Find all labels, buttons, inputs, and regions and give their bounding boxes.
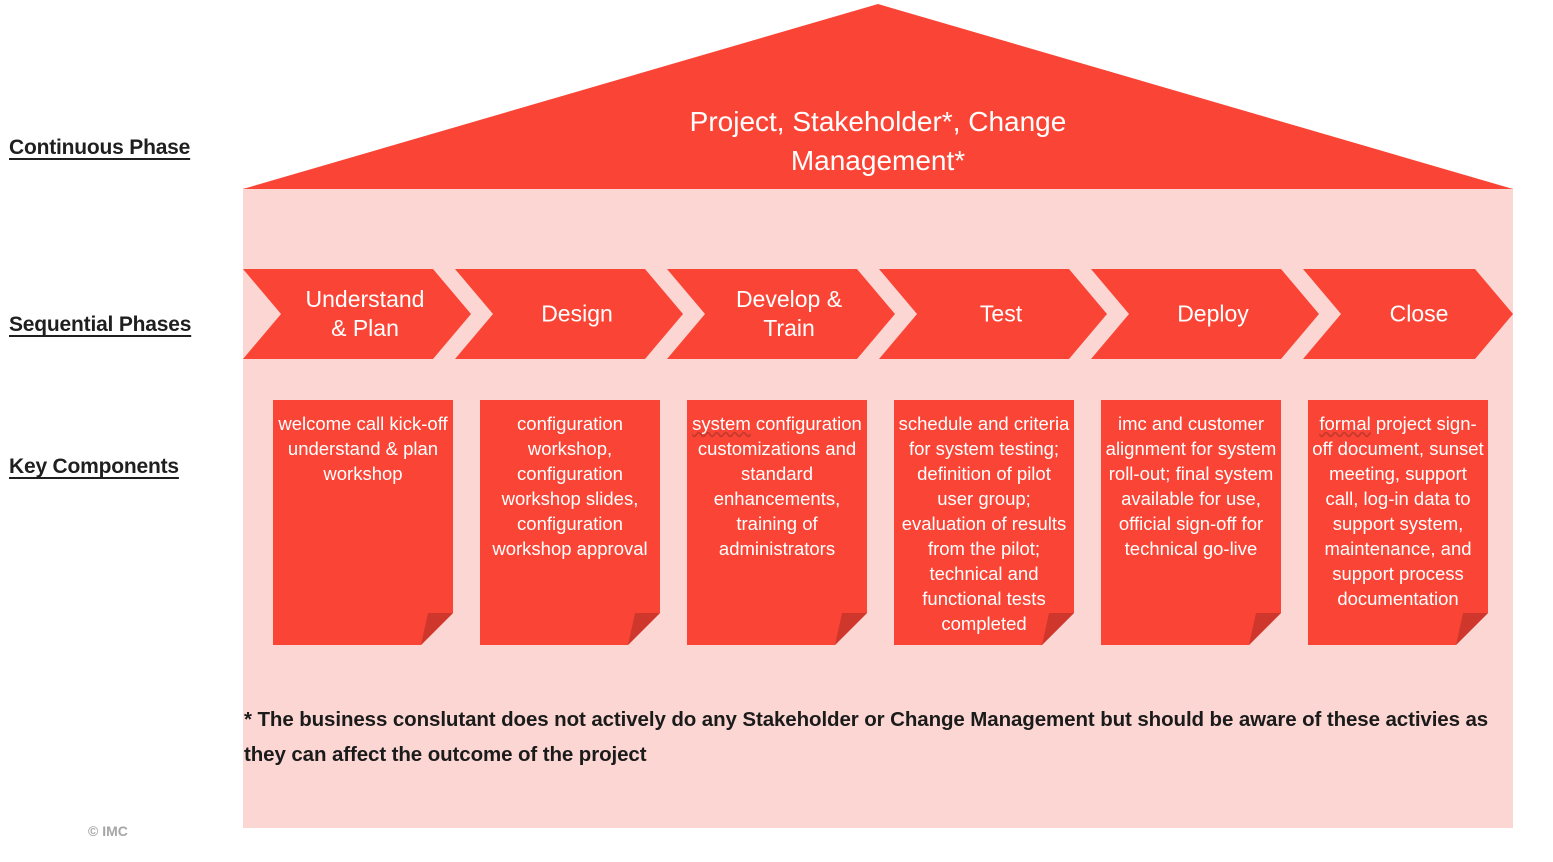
note-card-shape: [1308, 400, 1488, 645]
roof-triangle-shape: [243, 4, 1513, 189]
key-component-card-close[interactable]: formal project sign-off document, sunset…: [1308, 400, 1488, 645]
chevron-shape-4: [879, 269, 1107, 359]
row-label-key-components: Key Components: [9, 455, 179, 478]
key-component-card-understand-plan[interactable]: welcome call kick-off understand & plan …: [273, 400, 453, 645]
roof-triangle: Project, Stakeholder*, Change Management…: [243, 4, 1513, 189]
chevron-shape-2: [455, 269, 683, 359]
note-card-shape: [894, 400, 1074, 645]
row-label-sequential-phases: Sequential Phases: [9, 313, 192, 336]
key-component-card-develop-train[interactable]: system configuration customizations and …: [687, 400, 867, 645]
chevron-shape-1: [243, 269, 471, 359]
note-card-shape: [273, 400, 453, 645]
row-label-continuous-phase: Continuous Phase: [9, 136, 191, 159]
key-component-card-test[interactable]: schedule and criteria for system testing…: [894, 400, 1074, 645]
chevron-shape-6: [1303, 269, 1513, 359]
chevron-shapes: [243, 269, 1513, 359]
chevron-shape-5: [1091, 269, 1319, 359]
note-card-shape: [480, 400, 660, 645]
sequential-phase-chevrons: Understand & Plan Design Develop & Train…: [243, 269, 1513, 359]
footnote-text: * The business conslutant does not activ…: [244, 708, 1489, 766]
chevron-shape-3: [667, 269, 895, 359]
key-component-card-design[interactable]: configuration workshop, configuration wo…: [480, 400, 660, 645]
note-card-shape: [1101, 400, 1281, 645]
note-card-shape: [687, 400, 867, 645]
key-component-card-deploy[interactable]: imc and customer alignment for system ro…: [1101, 400, 1281, 645]
copyright-notice: © IMC: [88, 823, 128, 839]
